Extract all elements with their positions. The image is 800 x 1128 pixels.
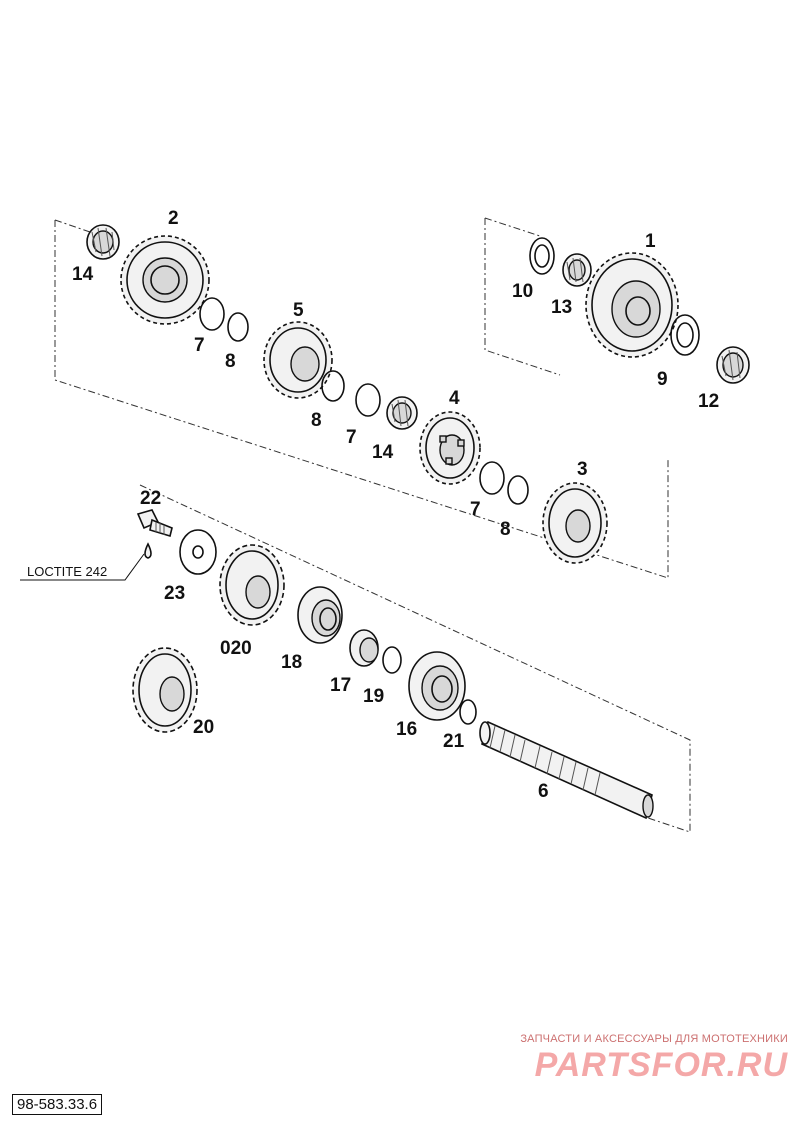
watermark: ЗАПЧАСТИ И АКСЕССУАРЫ ДЛЯ МОТОТЕХНИКИ PA… xyxy=(520,1033,788,1085)
ball-bearing-16 xyxy=(408,651,466,721)
washer-9-inner xyxy=(676,322,694,348)
callout-23: 23 xyxy=(164,583,185,604)
callout-18: 18 xyxy=(281,652,302,673)
o-ring-21 xyxy=(459,699,477,725)
callout-7a: 7 xyxy=(194,335,205,356)
gear-4 xyxy=(419,411,481,485)
gear-1 xyxy=(585,252,679,358)
callout-14b: 14 xyxy=(372,442,394,463)
needle-bearing-12 xyxy=(716,346,750,384)
callout-14a: 14 xyxy=(72,264,94,285)
washer-10 xyxy=(529,237,555,275)
snap-ring-8b xyxy=(321,370,345,402)
shaft-seal-18 xyxy=(297,586,343,644)
loctite-drop xyxy=(144,542,152,559)
callout-5: 5 xyxy=(293,300,304,321)
callout-19: 19 xyxy=(363,686,384,707)
loctite-note: LOCTITE 242 xyxy=(27,564,107,579)
gear-5 xyxy=(263,321,333,399)
callout-17: 17 xyxy=(330,675,351,696)
sprocket-20 xyxy=(132,647,198,733)
callout-8a: 8 xyxy=(225,351,236,372)
callout-22: 22 xyxy=(140,488,161,509)
shaft-group-outline xyxy=(139,484,691,833)
needle-bearing-14a xyxy=(86,224,120,260)
washer-9 xyxy=(670,314,700,356)
callout-2: 2 xyxy=(168,208,179,229)
callout-10: 10 xyxy=(512,281,533,302)
callout-9: 9 xyxy=(657,369,668,390)
sprocket-020 xyxy=(219,544,285,626)
callout-16: 16 xyxy=(396,719,417,740)
upper-group-outline xyxy=(54,220,669,579)
gear-3 xyxy=(542,482,608,564)
watermark-tagline: ЗАПЧАСТИ И АКСЕССУАРЫ ДЛЯ МОТОТЕХНИКИ xyxy=(520,1033,788,1045)
callout-4: 4 xyxy=(449,388,460,409)
callout-7c: 7 xyxy=(470,499,481,520)
callout-12: 12 xyxy=(698,391,719,412)
washer-10-inner xyxy=(534,244,550,268)
bushing-17 xyxy=(349,629,379,667)
o-ring-19 xyxy=(382,646,402,674)
washer-7c xyxy=(479,461,505,495)
callout-3: 3 xyxy=(577,459,588,480)
washer-7a xyxy=(199,297,225,331)
washer-23 xyxy=(179,529,217,575)
callout-020: 020 xyxy=(220,638,252,659)
callout-21: 21 xyxy=(443,731,465,752)
washer-23-inner xyxy=(192,545,204,559)
right-group-outline xyxy=(484,218,561,376)
washer-7b xyxy=(355,383,381,417)
bolt-22 xyxy=(136,509,173,538)
callout-8c: 8 xyxy=(500,519,511,540)
needle-bearing-13 xyxy=(562,253,592,287)
upper-group-top-edge xyxy=(54,219,91,233)
countershaft-6 xyxy=(479,720,654,820)
callout-20: 20 xyxy=(193,717,214,738)
right-group-top-edge xyxy=(484,217,541,237)
loctite-leader-line xyxy=(20,553,145,581)
diagram-code-label: 98-583.33.6 xyxy=(12,1094,103,1115)
gear-2 xyxy=(120,235,210,325)
callout-7b: 7 xyxy=(346,427,357,448)
callout-8b: 8 xyxy=(311,410,322,431)
needle-bearing-14b xyxy=(386,396,418,430)
watermark-logo: PARTSFOR.RU xyxy=(534,1046,788,1084)
snap-ring-8c xyxy=(507,475,529,505)
callout-13: 13 xyxy=(551,297,572,318)
snap-ring-8a xyxy=(227,312,249,342)
callout-1: 1 xyxy=(645,231,656,252)
callout-6: 6 xyxy=(538,781,549,802)
